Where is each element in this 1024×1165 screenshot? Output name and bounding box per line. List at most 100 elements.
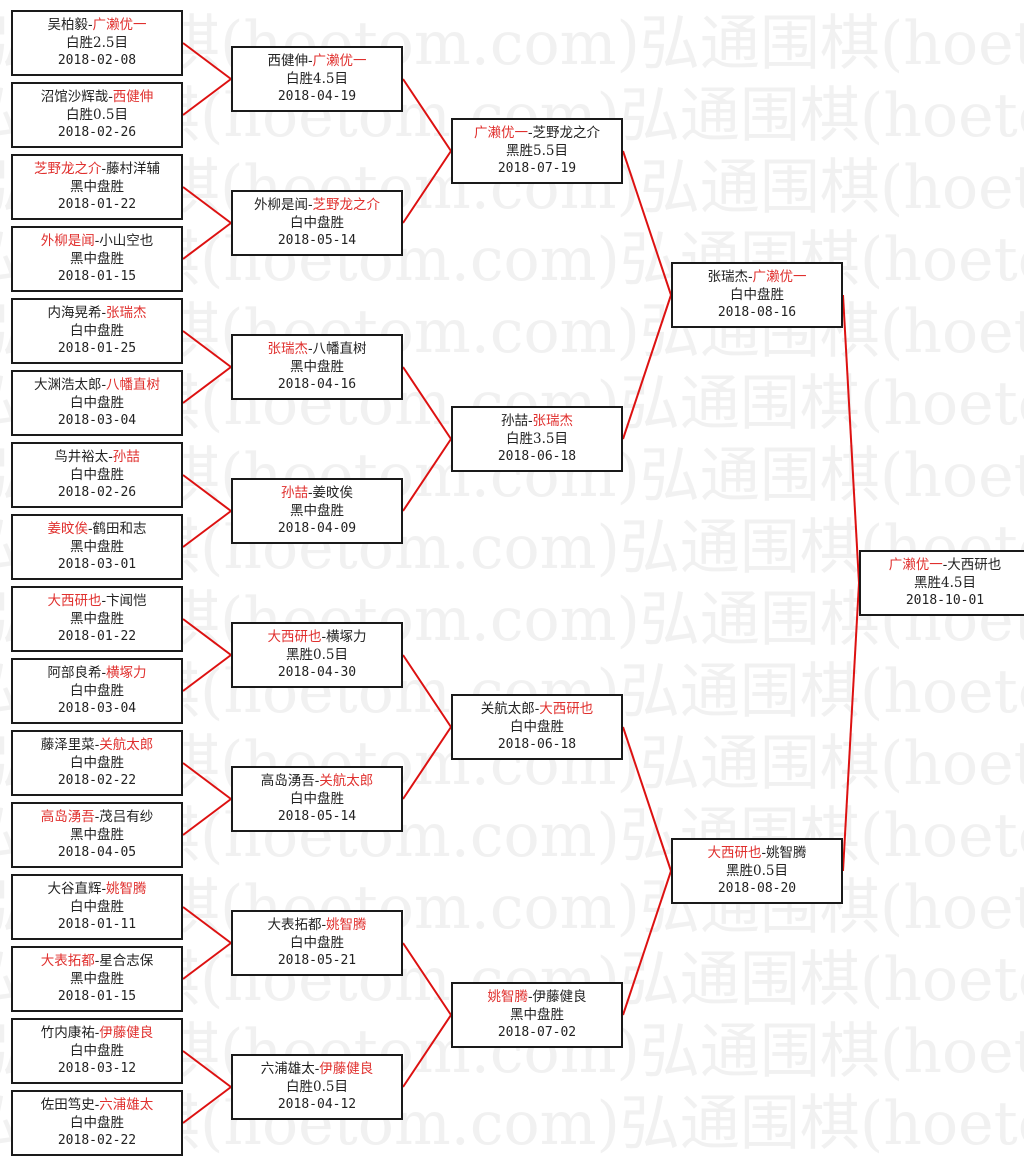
player-white: 八幡直树	[312, 341, 367, 357]
player-black: 广濑优一	[888, 557, 943, 573]
match-date: 2018-10-01	[905, 593, 985, 608]
connector-line	[402, 1014, 452, 1088]
player-black: 西健伸	[267, 53, 308, 69]
vs-separator: -	[942, 557, 948, 573]
match-date: 2018-03-12	[57, 1061, 137, 1076]
match-date: 2018-04-30	[277, 665, 357, 680]
vs-separator: -	[94, 1025, 100, 1041]
player-black: 外柳是闻	[253, 197, 308, 213]
match-date: 2018-01-25	[57, 341, 137, 356]
vs-separator: -	[307, 485, 313, 501]
player-white: 姚智腾	[106, 881, 147, 897]
match-result: 黑中盘胜	[70, 539, 124, 555]
player-black: 张瑞杰	[707, 269, 748, 285]
match-players: 大西研也-卞闻恺	[47, 592, 146, 610]
connector-line	[182, 366, 232, 404]
player-white: 芝野龙之介	[312, 197, 381, 213]
match-players: 广濑优一-大西研也	[889, 556, 1002, 574]
player-white: 西健伸	[112, 89, 154, 105]
player-black: 孙喆	[280, 485, 308, 501]
match-result: 白中盘胜	[70, 755, 124, 771]
connector-line	[182, 798, 232, 836]
match-players: 孙喆-姜旼俟	[281, 484, 353, 502]
player-black: 沼馆沙辉哉	[40, 89, 109, 105]
player-black: 广濑优一	[473, 125, 528, 141]
player-white: 广濑优一	[92, 17, 147, 33]
match-players: 大渊浩太郎-八幡直树	[34, 376, 160, 394]
vs-separator: -	[314, 773, 320, 789]
player-white: 藤村洋辅	[106, 161, 161, 177]
player-black: 六浦雄太	[260, 1061, 315, 1077]
match-result: 白中盘胜	[70, 467, 124, 483]
player-white: 张瑞杰	[532, 413, 574, 429]
match-result: 白中盘胜	[70, 683, 124, 699]
match-result: 白胜2.5目	[66, 35, 128, 51]
match-date: 2018-02-08	[57, 53, 137, 68]
match-date: 2018-05-14	[277, 233, 357, 248]
player-white: 伊藤健良	[99, 1025, 154, 1041]
connector-line	[182, 1086, 232, 1124]
vs-separator: -	[108, 89, 113, 105]
player-black: 大西研也	[267, 629, 322, 645]
connector-line	[622, 150, 672, 296]
match-players: 姚智腾-伊藤健良	[487, 988, 586, 1006]
player-black: 鸟井裕太	[54, 449, 109, 465]
match-date: 2018-04-16	[277, 377, 357, 392]
player-white: 关航太郎	[99, 737, 154, 753]
match-players: 大西研也-姚智腾	[707, 844, 806, 862]
player-white: 关航太郎	[319, 773, 374, 789]
player-white: 伊藤健良	[319, 1061, 374, 1077]
match-players: 孙喆-张瑞杰	[501, 412, 573, 430]
vs-separator: -	[101, 665, 107, 681]
player-white: 大西研也	[947, 557, 1002, 573]
vs-separator: -	[94, 953, 100, 969]
connector-line	[182, 906, 232, 944]
player-black: 大表拓都	[267, 917, 322, 933]
match-players: 外柳是闻-芝野龙之介	[254, 196, 380, 214]
connector-line	[182, 78, 232, 116]
match-date: 2018-01-11	[57, 917, 137, 932]
player-black: 外柳是闻	[40, 233, 95, 249]
player-white: 芝野龙之介	[532, 125, 601, 141]
connector-line	[842, 582, 860, 872]
player-black: 高岛湧吾	[40, 809, 95, 825]
match-result: 黑中盘胜	[290, 359, 344, 375]
match-result: 白中盘胜	[70, 899, 124, 915]
match-date: 2018-06-18	[497, 449, 577, 464]
match-result: 白中盘胜	[70, 395, 124, 411]
connector-line	[182, 654, 232, 692]
match-result: 白中盘胜	[290, 935, 344, 951]
player-black: 大谷直辉	[47, 881, 102, 897]
vs-separator: -	[527, 989, 533, 1005]
match-players: 阿部良希-横塚力	[47, 664, 146, 682]
match-result: 黑中盘胜	[70, 827, 124, 843]
vs-separator: -	[761, 845, 767, 861]
player-white: 星合志保	[99, 953, 154, 969]
player-black: 关航太郎	[480, 701, 535, 717]
match-date: 2018-07-19	[497, 161, 577, 176]
connector-line	[182, 942, 232, 980]
match-result: 白中盘胜	[70, 1115, 124, 1131]
match-result: 黑胜0.5目	[726, 863, 788, 879]
match-players: 藤泽里菜-关航太郎	[41, 736, 154, 754]
vs-separator: -	[321, 917, 327, 933]
match-date: 2018-08-16	[717, 305, 797, 320]
connector-line	[182, 618, 232, 656]
vs-separator: -	[101, 377, 107, 393]
vs-separator: -	[534, 701, 540, 717]
match-players: 张瑞杰-八幡直树	[267, 340, 366, 358]
match-result: 黑胜5.5目	[506, 143, 568, 159]
match-players: 大表拓都-姚智腾	[267, 916, 366, 934]
